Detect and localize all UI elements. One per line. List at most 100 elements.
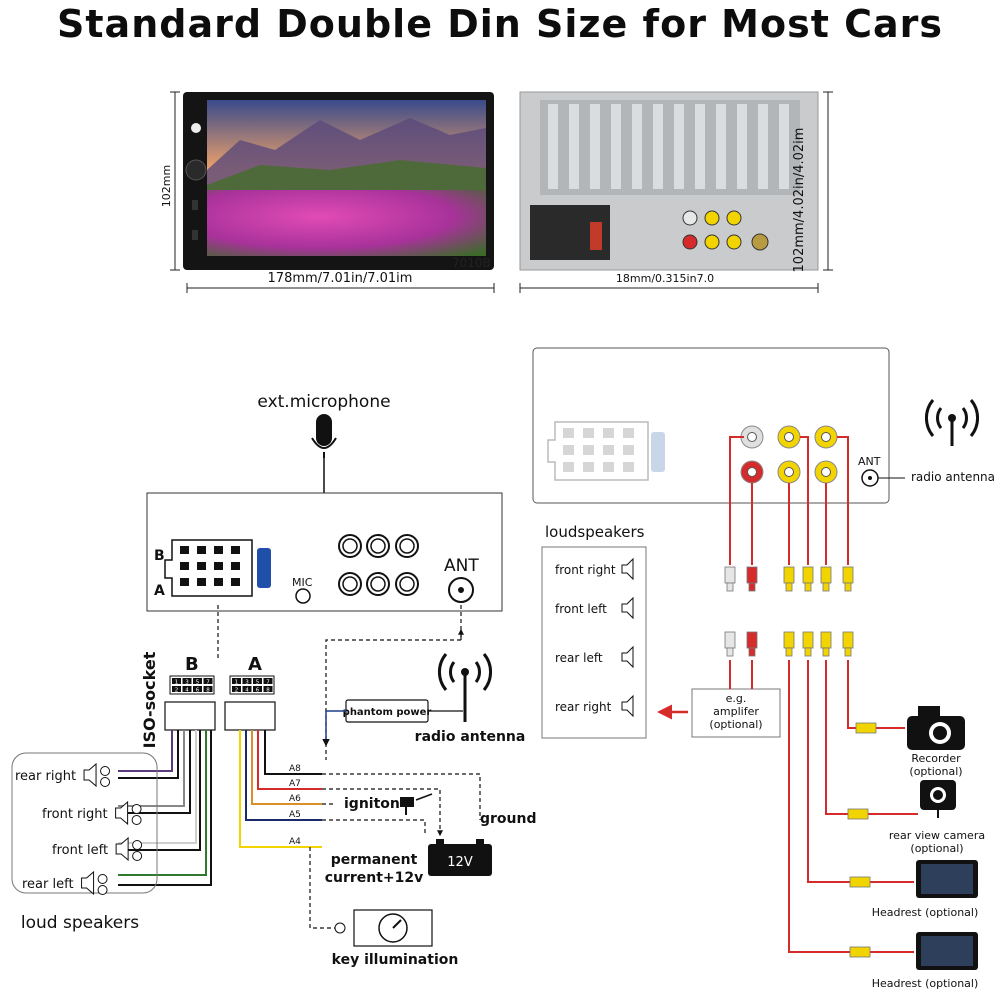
rca-jack-center <box>821 467 831 477</box>
terminal-plus <box>100 766 111 776</box>
iso-pin <box>214 546 223 554</box>
heatsink-fin <box>758 104 768 189</box>
socket-a-label: A <box>248 654 262 675</box>
speaker-wire <box>118 730 207 876</box>
ext-microphone-label: ext.microphone <box>257 392 390 412</box>
pin-label: A6 <box>289 794 301 804</box>
terminal-minus <box>131 815 142 825</box>
mic-label: MIC <box>292 576 313 589</box>
battery-label: 12V <box>447 855 473 870</box>
rca-plug <box>820 566 832 584</box>
iso-pin <box>623 445 634 455</box>
pin-label: A7 <box>289 779 301 789</box>
speaker-wire <box>118 730 201 851</box>
speaker-wire <box>118 730 197 844</box>
loud-speakers-caption: loud speakers <box>21 913 139 933</box>
rca-plug-tip <box>804 582 812 592</box>
pin-label: A5 <box>289 810 301 820</box>
rca-plug <box>746 631 758 649</box>
rca-jack-center <box>747 432 757 442</box>
ant-label-right: ANT <box>858 455 881 468</box>
rca-jack <box>366 572 390 596</box>
speaker-label: rear left <box>22 877 74 892</box>
rca-plug-tip <box>844 647 852 657</box>
terminal-plus <box>132 840 143 850</box>
rca-cable <box>800 436 809 565</box>
phantom-power-label: phantom power <box>343 707 432 718</box>
rca-plug <box>783 566 795 584</box>
heatsink-fin <box>695 104 705 189</box>
headrest-label-1: Headrest (optional) <box>872 906 979 919</box>
iso-connector <box>164 539 271 597</box>
rear-camera-icon <box>920 780 956 818</box>
speaker-icon <box>621 645 634 669</box>
headrest-screen-icon-2 <box>916 932 978 970</box>
speaker-icon <box>81 870 95 896</box>
back-depth-label: 18mm/0.315in7.0 <box>616 272 714 285</box>
terminal-minus <box>97 885 108 895</box>
rca-plug-tip <box>748 647 756 657</box>
socket-a-plug <box>224 701 276 731</box>
speaker-icon <box>621 557 634 581</box>
speaker-label: front left <box>52 843 108 858</box>
heatsink-fin <box>653 104 663 189</box>
pin-label: A8 <box>289 764 301 774</box>
pin-number: 6 <box>196 688 200 694</box>
heatsink-fin <box>569 104 579 189</box>
speaker-icon <box>115 836 129 862</box>
power-wire <box>257 730 322 790</box>
iso-connector-right <box>547 421 665 481</box>
power-wire <box>239 730 322 848</box>
amplifier-label-1: e.g. <box>726 692 747 705</box>
rca-cable <box>729 436 744 565</box>
row-a-label: A <box>154 583 165 599</box>
rca-jack <box>338 572 362 596</box>
heatsink-fin <box>716 104 726 189</box>
rca-cables <box>724 436 918 958</box>
recorder-opt-label: (optional) <box>909 765 962 778</box>
iso-pin <box>231 546 240 554</box>
microphone-icon <box>311 414 337 458</box>
rca-cable <box>847 660 905 729</box>
rca-plug <box>724 631 736 649</box>
heatsink-fin <box>611 104 621 189</box>
pin-number: 8 <box>206 688 210 694</box>
radio-antenna-label-left: radio antenna <box>415 729 526 745</box>
row-b-label: B <box>154 548 165 564</box>
pin-cell <box>232 678 241 684</box>
rca-jack-center <box>784 467 794 477</box>
iso-pin <box>603 462 614 472</box>
pin-cell <box>253 686 262 692</box>
iso-pin <box>197 562 206 570</box>
rca-jacks-left <box>338 534 419 596</box>
recorder-icon <box>907 706 965 750</box>
speakers-box <box>11 752 158 894</box>
iso-pin <box>583 445 594 455</box>
socket-b-label: B <box>185 654 199 675</box>
ant-label-left: ANT <box>444 556 479 576</box>
rca-plug-horizontal <box>849 876 871 888</box>
amplifier-label-3: (optional) <box>709 718 762 731</box>
pin-cell <box>172 686 181 692</box>
pin-cell <box>172 678 181 684</box>
front-height-label: 102mm <box>160 165 173 207</box>
rca-cable <box>825 660 918 815</box>
rca-plug <box>802 631 814 649</box>
pin-cell <box>203 686 213 692</box>
speaker-label: front right <box>42 807 108 822</box>
heatsink-fin <box>779 104 789 189</box>
pin-cell <box>193 678 202 684</box>
iso-pin <box>583 428 594 438</box>
model-label: 7010B <box>452 256 491 270</box>
rca-plug-tip <box>822 647 830 657</box>
rca-plug-tip <box>804 647 812 657</box>
speaker-wire <box>118 730 191 814</box>
rca-jack <box>395 534 419 558</box>
power-wire <box>251 730 322 805</box>
permanent-label: permanent <box>331 852 418 868</box>
mic-jack <box>295 588 311 604</box>
rca-jack-ring <box>399 538 415 554</box>
pin-cell <box>193 686 202 692</box>
radio-antenna-icon-right <box>925 399 979 446</box>
